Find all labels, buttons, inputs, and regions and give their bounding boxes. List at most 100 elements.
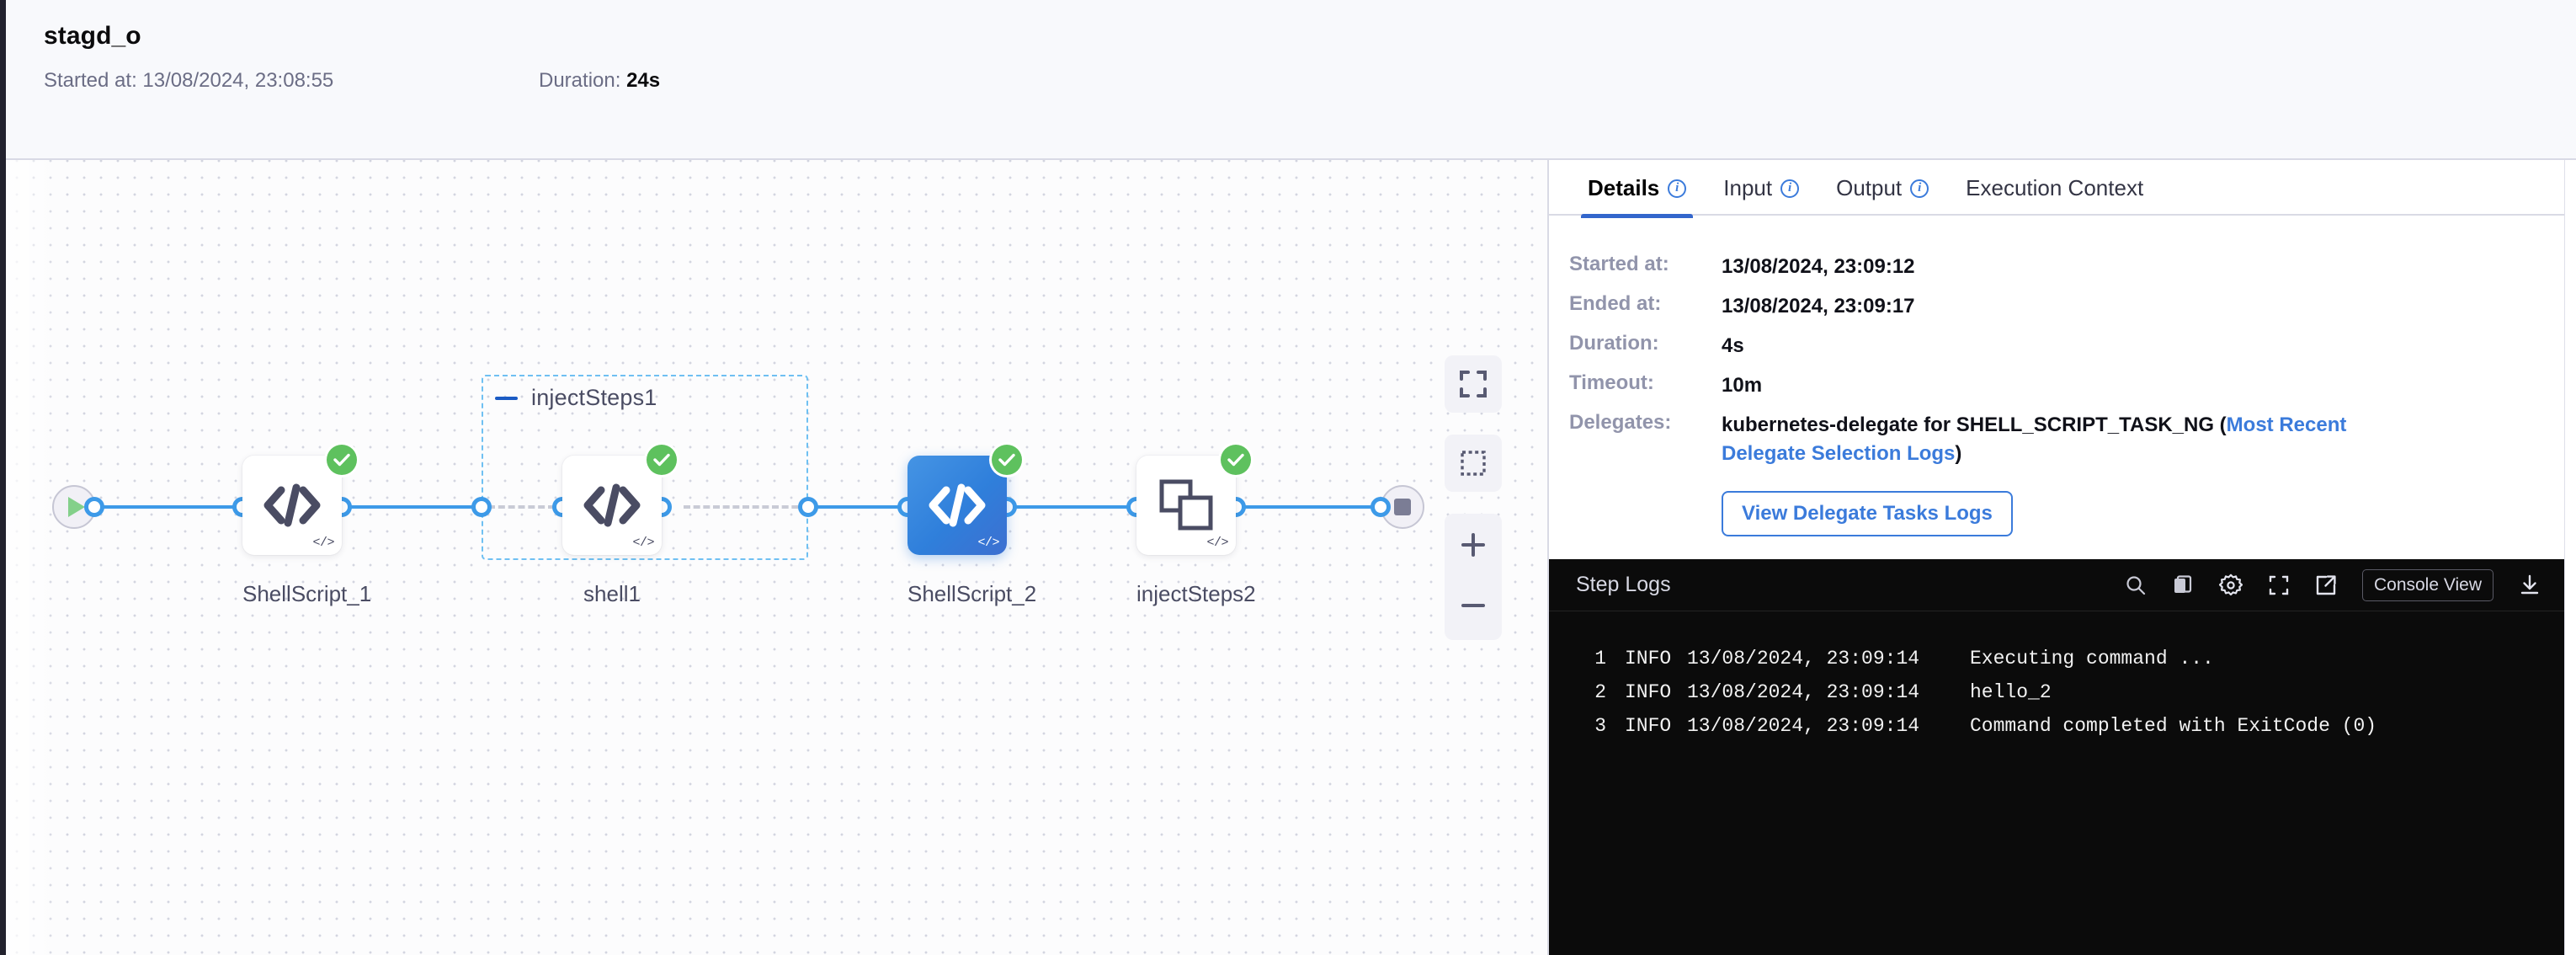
edge-start-to-shellscript1 bbox=[93, 505, 244, 509]
step-logs-output[interactable]: 1 INFO 13/08/2024, 23:09:14 Executing co… bbox=[1549, 611, 2564, 955]
log-level: INFO bbox=[1625, 715, 1672, 737]
step-group-label: injectSteps1 bbox=[531, 385, 657, 410]
external-link-icon[interactable] bbox=[2315, 574, 2337, 596]
log-message: hello_2 bbox=[1970, 681, 2052, 703]
tab-label: Execution Context bbox=[1966, 175, 2144, 200]
duration-meta: Duration: 24s bbox=[539, 69, 660, 93]
detail-label: Duration: bbox=[1569, 332, 1659, 355]
log-line: 1 INFO 13/08/2024, 23:09:14 Executing co… bbox=[1549, 642, 2564, 675]
status-badge-success bbox=[327, 445, 357, 475]
marquee-select-button[interactable] bbox=[1445, 435, 1502, 492]
stacked-squares-icon bbox=[1136, 456, 1236, 555]
port-group-out[interactable] bbox=[798, 497, 818, 517]
step-node-shell1[interactable]: </> bbox=[562, 456, 662, 555]
duration-label: Duration: bbox=[539, 69, 621, 92]
duration-value: 24s bbox=[626, 69, 661, 92]
detail-label: Started at: bbox=[1569, 253, 1669, 275]
detail-row-timeout: Timeout: 10m bbox=[1549, 371, 2576, 399]
log-line-number: 3 bbox=[1594, 715, 1606, 737]
step-logs-toolbar: Step Logs bbox=[1549, 559, 2564, 611]
minus-icon[interactable] bbox=[495, 396, 518, 400]
status-badge-success bbox=[647, 445, 677, 475]
download-icon[interactable] bbox=[2519, 574, 2541, 596]
log-line-number: 1 bbox=[1594, 648, 1606, 670]
port-group-in[interactable] bbox=[471, 497, 492, 517]
status-badge-success bbox=[992, 445, 1022, 475]
search-icon[interactable] bbox=[2125, 574, 2147, 596]
panel-scrollbar[interactable] bbox=[2564, 160, 2576, 955]
copy-icon[interactable] bbox=[2172, 574, 2194, 596]
node-type-badge: </> bbox=[312, 536, 334, 550]
started-at-meta: Started at: 13/08/2024, 23:08:55 bbox=[44, 69, 539, 93]
tab-input[interactable]: Input i bbox=[1705, 175, 1818, 216]
started-at-value: 13/08/2024, 23:08:55 bbox=[142, 69, 334, 92]
console-view-button[interactable]: Console View bbox=[2361, 568, 2494, 601]
detail-value: 4s bbox=[1722, 334, 1744, 358]
log-line: 2 INFO 13/08/2024, 23:09:14 hello_2 bbox=[1549, 675, 2564, 709]
info-icon[interactable]: i bbox=[1780, 179, 1800, 198]
detail-label: Timeout: bbox=[1569, 371, 1654, 395]
view-delegate-tasks-logs-button[interactable]: View Delegate Tasks Logs bbox=[1722, 490, 2013, 536]
execution-meta: Started at: 13/08/2024, 23:08:55 Duratio… bbox=[44, 69, 2576, 93]
edge-shellscript2-to-injectsteps2 bbox=[993, 505, 1195, 509]
info-icon[interactable]: i bbox=[1910, 179, 1929, 198]
node-type-badge: </> bbox=[977, 536, 999, 550]
detail-row-started-at: Started at: 13/08/2024, 23:09:12 bbox=[1549, 253, 2576, 280]
gear-icon[interactable] bbox=[2218, 574, 2243, 597]
body-row: injectSteps1 bbox=[0, 160, 2576, 955]
delegates-prefix: kubernetes-delegate for SHELL_SCRIPT_TAS… bbox=[1722, 413, 2227, 437]
step-logs-actions: Console View bbox=[2125, 568, 2541, 601]
node-type-badge: </> bbox=[632, 536, 654, 550]
zoom-controls bbox=[1445, 514, 1502, 640]
tab-execution-context[interactable]: Execution Context bbox=[1947, 175, 2162, 216]
step-node-label: ShellScript_2 bbox=[907, 581, 1037, 606]
end-node[interactable] bbox=[1381, 485, 1424, 529]
edge-shellscript1-to-group bbox=[303, 505, 484, 509]
fit-to-screen-button[interactable] bbox=[1445, 355, 1502, 413]
detail-value: kubernetes-delegate for SHELL_SCRIPT_TAS… bbox=[1722, 411, 2412, 467]
execution-header: stagd_o Started at: 13/08/2024, 23:08:55… bbox=[0, 0, 2576, 160]
edge-group-to-shell1 bbox=[488, 505, 615, 509]
tab-output[interactable]: Output i bbox=[1818, 175, 1947, 216]
zoom-in-button[interactable] bbox=[1445, 526, 1502, 564]
tab-details[interactable]: Details i bbox=[1569, 175, 1705, 218]
code-brackets-icon bbox=[242, 456, 342, 555]
start-node[interactable] bbox=[52, 485, 96, 529]
node-type-badge: </> bbox=[1206, 536, 1228, 550]
log-line: 3 INFO 13/08/2024, 23:09:14 Command comp… bbox=[1549, 709, 2564, 743]
detail-value: 10m bbox=[1722, 374, 1763, 397]
left-rail bbox=[0, 0, 6, 955]
pipeline-canvas[interactable]: injectSteps1 bbox=[0, 160, 1547, 955]
stop-icon bbox=[1394, 499, 1411, 515]
detail-value: 13/08/2024, 23:09:12 bbox=[1722, 255, 1915, 278]
step-group-header[interactable]: injectSteps1 bbox=[495, 385, 657, 411]
log-timestamp: 13/08/2024, 23:09:14 bbox=[1687, 648, 1920, 670]
code-brackets-icon bbox=[562, 456, 662, 555]
detail-row-duration: Duration: 4s bbox=[1549, 332, 2576, 360]
fullscreen-icon[interactable] bbox=[2268, 574, 2290, 596]
detail-value: 13/08/2024, 23:09:17 bbox=[1722, 295, 1915, 318]
port-start-out[interactable] bbox=[84, 497, 104, 517]
step-node-injectsteps2[interactable]: </> bbox=[1136, 456, 1236, 555]
detail-label: Ended at: bbox=[1569, 292, 1662, 316]
step-node-label: ShellScript_1 bbox=[242, 581, 372, 606]
port-end-in[interactable] bbox=[1370, 497, 1391, 517]
step-node-shellscript1[interactable]: </> bbox=[242, 456, 342, 555]
log-timestamp: 13/08/2024, 23:09:14 bbox=[1687, 715, 1920, 737]
detail-tabs: Details i Input i Output i Execution Con… bbox=[1549, 160, 2576, 218]
step-node-label: injectSteps2 bbox=[1136, 581, 1256, 606]
step-node-shellscript2[interactable]: </> bbox=[907, 456, 1007, 555]
step-logs-title: Step Logs bbox=[1576, 573, 1671, 596]
tab-label: Input bbox=[1723, 175, 1773, 200]
delegate-selection-logs-link[interactable]: Most Recent Delegate Selection Logs bbox=[1722, 413, 2347, 465]
step-detail-panel: Details i Input i Output i Execution Con… bbox=[1547, 160, 2576, 955]
step-logs-panel: Step Logs bbox=[1549, 559, 2564, 955]
edge-group-to-shellscript2 bbox=[804, 505, 909, 509]
info-icon[interactable]: i bbox=[1668, 179, 1687, 198]
code-brackets-icon bbox=[907, 456, 1007, 555]
detail-row-delegates: Delegates: kubernetes-delegate for SHELL… bbox=[1549, 411, 2576, 467]
log-level: INFO bbox=[1625, 681, 1672, 703]
step-group-injectSteps1[interactable]: injectSteps1 bbox=[482, 375, 808, 560]
zoom-out-button[interactable] bbox=[1445, 586, 1502, 625]
